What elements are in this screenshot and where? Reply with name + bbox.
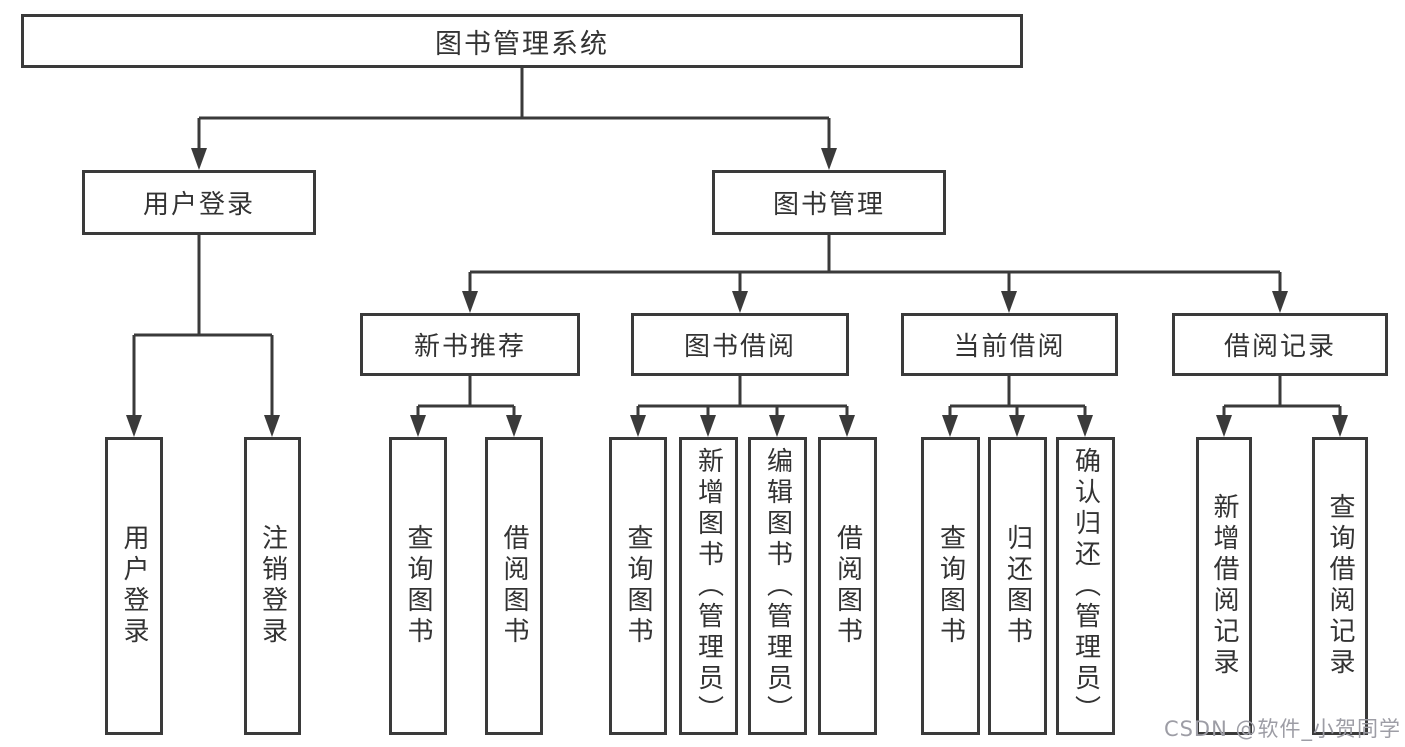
leaf-query-books-borrowing-label: 查询图书 — [623, 524, 653, 648]
node-new-book-recommend-label: 新书推荐 — [413, 332, 526, 362]
node-user-login-label: 用户登录 — [142, 190, 255, 220]
watermark-text: CSDN @软件_小贺同学 — [1163, 717, 1401, 741]
leaf-query-books-recommend: 查询图书 — [389, 437, 447, 735]
node-current-borrowing: 当前借阅 — [901, 313, 1118, 376]
leaf-logout: 注销登录 — [244, 437, 301, 735]
node-borrowing-records-label: 借阅记录 — [1223, 332, 1336, 362]
leaf-query-books-recommend-label: 查询图书 — [403, 524, 433, 648]
leaf-return-books-label: 归还图书 — [1002, 524, 1033, 648]
node-book-management: 图书管理 — [712, 170, 946, 235]
leaf-add-borrow-record-label: 新增借阅记录 — [1209, 493, 1239, 679]
leaf-borrow-books-label: 借阅图书 — [832, 524, 863, 648]
node-user-login: 用户登录 — [82, 170, 316, 235]
node-library-system-label: 图书管理系统 — [435, 28, 609, 60]
node-book-borrowing: 图书借阅 — [631, 313, 849, 376]
node-current-borrowing-label: 当前借阅 — [953, 332, 1066, 362]
node-book-management-label: 图书管理 — [772, 190, 885, 220]
leaf-add-borrow-record: 新增借阅记录 — [1196, 437, 1252, 735]
leaf-logout-label: 注销登录 — [257, 524, 288, 648]
leaf-borrow-books-recommend-label: 借阅图书 — [499, 524, 529, 648]
leaf-return-books: 归还图书 — [988, 437, 1047, 735]
node-borrowing-records: 借阅记录 — [1172, 313, 1388, 376]
leaf-add-books-admin-label: 新增图书（管理员） — [693, 446, 724, 726]
leaf-user-login: 用户登录 — [105, 437, 163, 735]
node-book-borrowing-label: 图书借阅 — [683, 332, 796, 362]
leaf-confirm-return-admin-label: 确认归还（管理员） — [1070, 446, 1101, 726]
node-new-book-recommend: 新书推荐 — [360, 313, 580, 376]
leaf-edit-books-admin-label: 编辑图书（管理员） — [762, 446, 793, 726]
leaf-query-books-current-label: 查询图书 — [935, 524, 966, 648]
leaf-add-books-admin: 新增图书（管理员） — [679, 437, 738, 735]
leaf-edit-books-admin: 编辑图书（管理员） — [748, 437, 807, 735]
leaf-query-books-current: 查询图书 — [921, 437, 980, 735]
leaf-confirm-return-admin: 确认归还（管理员） — [1056, 437, 1115, 735]
node-library-system: 图书管理系统 — [21, 14, 1023, 68]
leaf-query-borrow-record: 查询借阅记录 — [1312, 437, 1368, 735]
leaf-borrow-books: 借阅图书 — [818, 437, 877, 735]
leaf-query-borrow-record-label: 查询借阅记录 — [1325, 493, 1355, 679]
leaf-query-books-borrowing: 查询图书 — [609, 437, 667, 735]
leaf-user-login-label: 用户登录 — [119, 524, 149, 648]
leaf-borrow-books-recommend: 借阅图书 — [485, 437, 543, 735]
